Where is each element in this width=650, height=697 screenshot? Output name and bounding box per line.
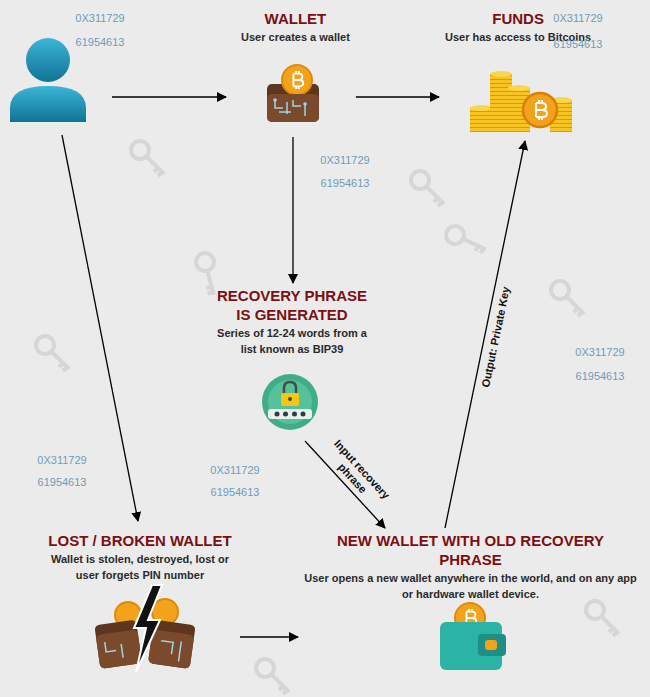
flow-arrow — [240, 636, 298, 637]
step-description: User opens a new wallet anywhere in the … — [304, 570, 637, 602]
watermark-text: 61954613 — [554, 38, 603, 50]
watermark-text: 61954613 — [576, 370, 625, 382]
watermark-text: 61954613 — [38, 476, 87, 488]
step-description: Series of 12-24 words from a list known … — [208, 325, 376, 357]
step-title: LOST / BROKEN WALLET — [46, 531, 234, 550]
watermark-text: 0X311729 — [75, 12, 124, 24]
step-title: WALLET — [241, 9, 350, 28]
watermark-text: 0X311729 — [37, 454, 86, 466]
step-description: User creates a wallet — [241, 29, 350, 45]
step-node: RECOVERY PHRASE IS GENERATEDSeries of 12… — [202, 283, 382, 441]
watermark-text: 61954613 — [321, 177, 370, 189]
watermark-text: 0X311729 — [210, 464, 259, 476]
flow-arrow — [445, 141, 525, 528]
user-icon — [10, 38, 86, 122]
flow-arrow — [356, 96, 439, 97]
recovery-phrase-icon — [262, 374, 318, 430]
coins-icon — [470, 71, 572, 132]
step-node: LOST / BROKEN WALLETWallet is stolen, de… — [40, 528, 240, 697]
watermark-keys — [36, 141, 619, 694]
flow-arrow — [292, 137, 293, 283]
arrow-label: Input recovery phrase — [315, 430, 399, 518]
watermark-text: 0X311729 — [575, 346, 624, 358]
broken-wallet-icon — [94, 585, 195, 672]
wallet-icon — [267, 65, 319, 122]
step-node: NEW WALLET WITH OLD RECOVERY PHRASEUser … — [298, 528, 643, 697]
watermark-text: 0X311729 — [553, 12, 602, 24]
new-wallet-icon — [440, 603, 506, 670]
watermark-text: 61954613 — [76, 36, 125, 48]
step-description: Wallet is stolen, destroyed, lost or use… — [46, 551, 234, 583]
step-title: RECOVERY PHRASE IS GENERATED — [208, 286, 376, 324]
watermark-text: 0X311729 — [320, 154, 369, 166]
arrow-label: Output: Private Key — [479, 283, 513, 390]
step-title: NEW WALLET WITH OLD RECOVERY PHRASE — [304, 531, 637, 569]
watermark-text: 61954613 — [211, 486, 260, 498]
step-node: WALLETUser creates a wallet — [235, 6, 356, 137]
step-node: FUNDSUser has access to Bitcoins — [439, 6, 597, 141]
